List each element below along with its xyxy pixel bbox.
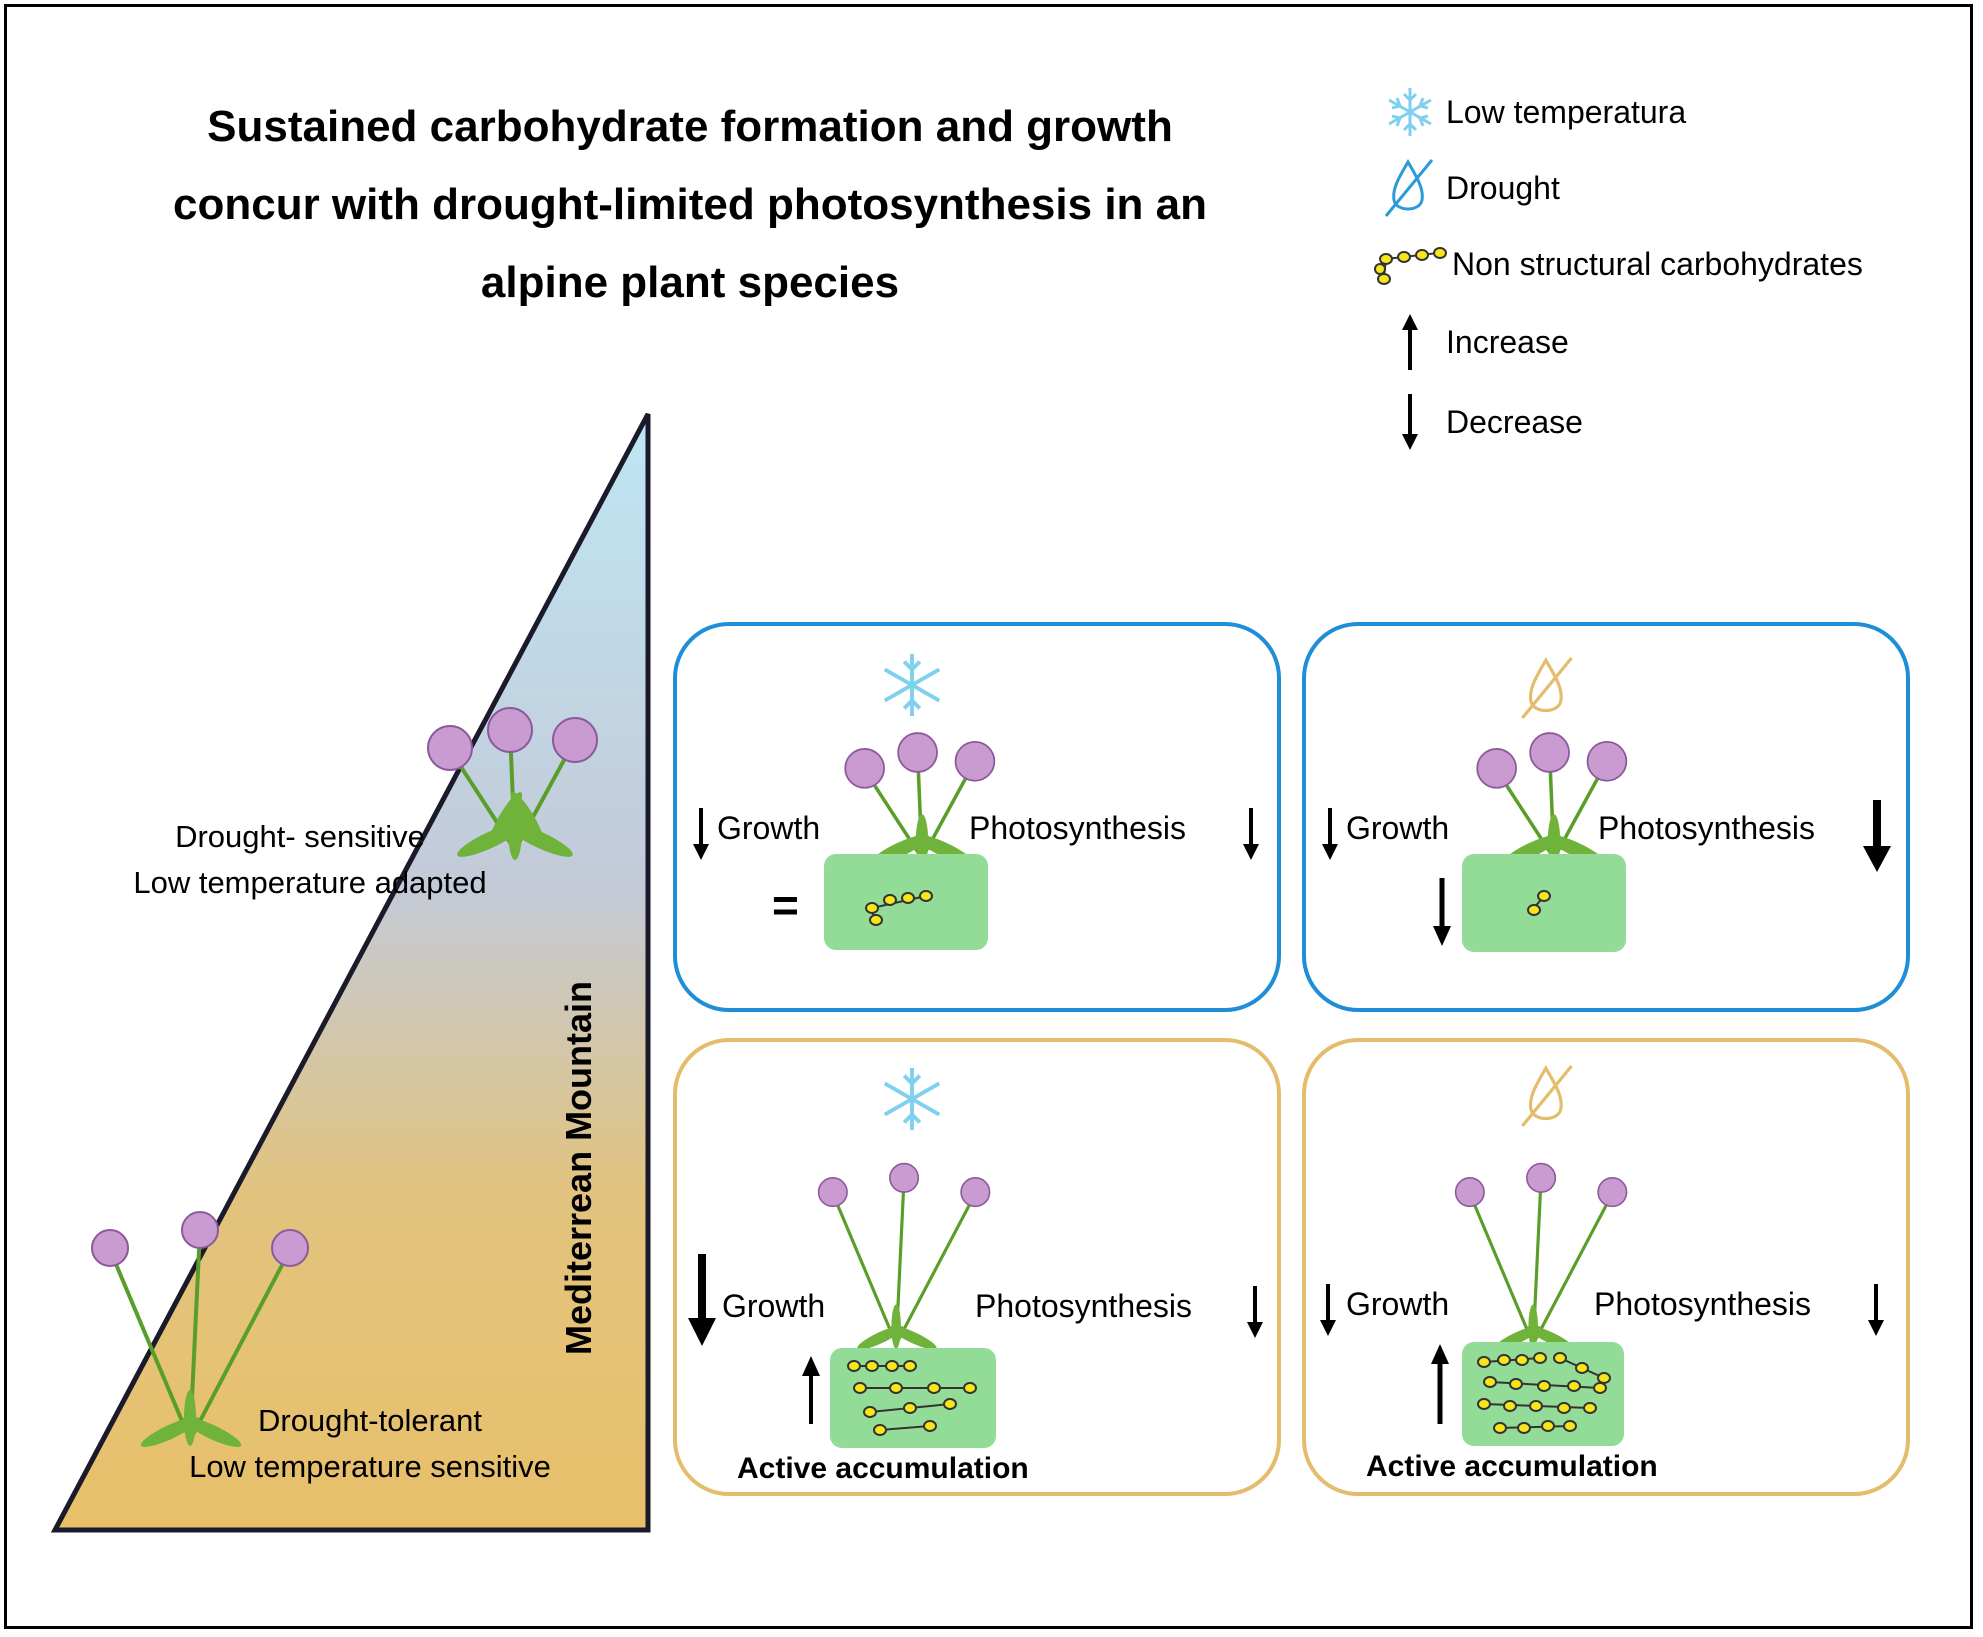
- panel-mediterranean-low-temp: Growth Photosynthesis Active accumulatio…: [673, 1038, 1281, 1496]
- legend-low-temp-label: Low temperatura: [1446, 93, 1687, 130]
- nsc-equal-sign: =: [772, 879, 799, 931]
- title-line-1: Sustained carbohydrate formation and gro…: [207, 102, 1173, 151]
- top-plant-label-1: Drought- sensitive: [175, 819, 425, 854]
- legend-decrease-label: Decrease: [1446, 403, 1583, 440]
- photosynthesis-label: Photosynthesis: [975, 1288, 1193, 1324]
- photosynthesis-label: Photosynthesis: [1598, 810, 1816, 846]
- compact-plant-icon: [844, 732, 996, 868]
- mountain-axis-label: Mediterrean Mountain: [558, 980, 599, 1355]
- tall-plant-icon-bottom: [91, 1211, 309, 1447]
- nsc-chain-icon: [1372, 234, 1452, 294]
- legend-increase: Increase: [1380, 312, 1569, 372]
- legend-nsc: Non structural carbohydrates: [1372, 234, 1863, 294]
- growth-decrease-arrow: [693, 808, 709, 860]
- legend-decrease: Decrease: [1380, 392, 1583, 452]
- nsc-decrease-arrow: [1433, 878, 1451, 946]
- active-accumulation-label: Active accumulation: [737, 1452, 1029, 1485]
- tall-plant-icon: [817, 1162, 991, 1350]
- photosynthesis-decrease-arrow: [1868, 1284, 1884, 1336]
- drought-drop-icon: [1521, 1064, 1573, 1128]
- legend-drought: Drought: [1380, 158, 1560, 218]
- photosynthesis-label: Photosynthesis: [969, 810, 1187, 846]
- nsc-storage-box: [824, 854, 988, 950]
- arrow-up-icon: [1380, 312, 1440, 372]
- photosynthesis-decrease-arrow: [1243, 808, 1259, 860]
- panel-alpine-low-temp: Growth Photosynthesis =: [673, 622, 1281, 1012]
- legend-increase-label: Increase: [1446, 323, 1569, 360]
- nsc-storage-box: [830, 1348, 996, 1448]
- snowflake-icon: [883, 653, 941, 717]
- bottom-plant-label-1: Drought-tolerant: [257, 1403, 482, 1438]
- snowflake-icon: [1380, 82, 1440, 142]
- photosynthesis-label: Photosynthesis: [1594, 1286, 1812, 1322]
- title-line-2: concur with drought-limited photosynthes…: [173, 180, 1207, 229]
- top-plant-label-2: Low temperature adapted: [133, 865, 487, 900]
- arrow-down-icon: [1380, 392, 1440, 452]
- legend-low-temp: Low temperatura: [1380, 82, 1686, 142]
- drought-drop-icon: [1380, 158, 1440, 218]
- bottom-plant-label-2: Low temperature sensitive: [189, 1449, 551, 1484]
- panel-alpine-drought: Growth Photosynthesis: [1302, 622, 1910, 1012]
- drought-drop-icon: [1521, 656, 1573, 720]
- nsc-molecules: [1477, 1352, 1611, 1434]
- growth-label: Growth: [1346, 810, 1450, 846]
- nsc-molecules: [1527, 890, 1551, 916]
- photosynthesis-decrease-arrow: [1247, 1286, 1263, 1338]
- growth-strong-decrease-arrow: [688, 1254, 716, 1346]
- nsc-molecules: [847, 1360, 977, 1436]
- nsc-increase-arrow: [802, 1356, 820, 1424]
- legend-drought-label: Drought: [1446, 169, 1560, 206]
- growth-label: Growth: [1346, 1286, 1450, 1322]
- title-line-3: alpine plant species: [480, 258, 900, 307]
- panel-mediterranean-drought: Growth Photosynthesis Active accumulatio…: [1302, 1038, 1910, 1496]
- mountain-gradient-triangle: [50, 412, 651, 1533]
- legend-nsc-label: Non structural carbohydrates: [1452, 245, 1863, 282]
- figure-frame: [4, 4, 1973, 1629]
- nsc-storage-box: [1462, 1342, 1624, 1446]
- growth-decrease-arrow: [1322, 808, 1338, 860]
- growth-label: Growth: [717, 810, 821, 846]
- compact-plant-icon-top: [427, 707, 598, 860]
- tall-plant-icon: [1454, 1162, 1628, 1350]
- growth-label: Growth: [722, 1288, 826, 1324]
- growth-decrease-arrow: [1320, 1284, 1336, 1336]
- figure-title: Sustained carbohydrate formation and gro…: [70, 88, 1310, 322]
- snowflake-icon: [883, 1067, 941, 1131]
- photosynthesis-strong-decrease-arrow: [1863, 800, 1891, 872]
- nsc-storage-box: [1462, 854, 1626, 952]
- nsc-molecules: [865, 890, 933, 926]
- active-accumulation-label: Active accumulation: [1366, 1450, 1658, 1483]
- nsc-increase-arrow: [1431, 1344, 1449, 1424]
